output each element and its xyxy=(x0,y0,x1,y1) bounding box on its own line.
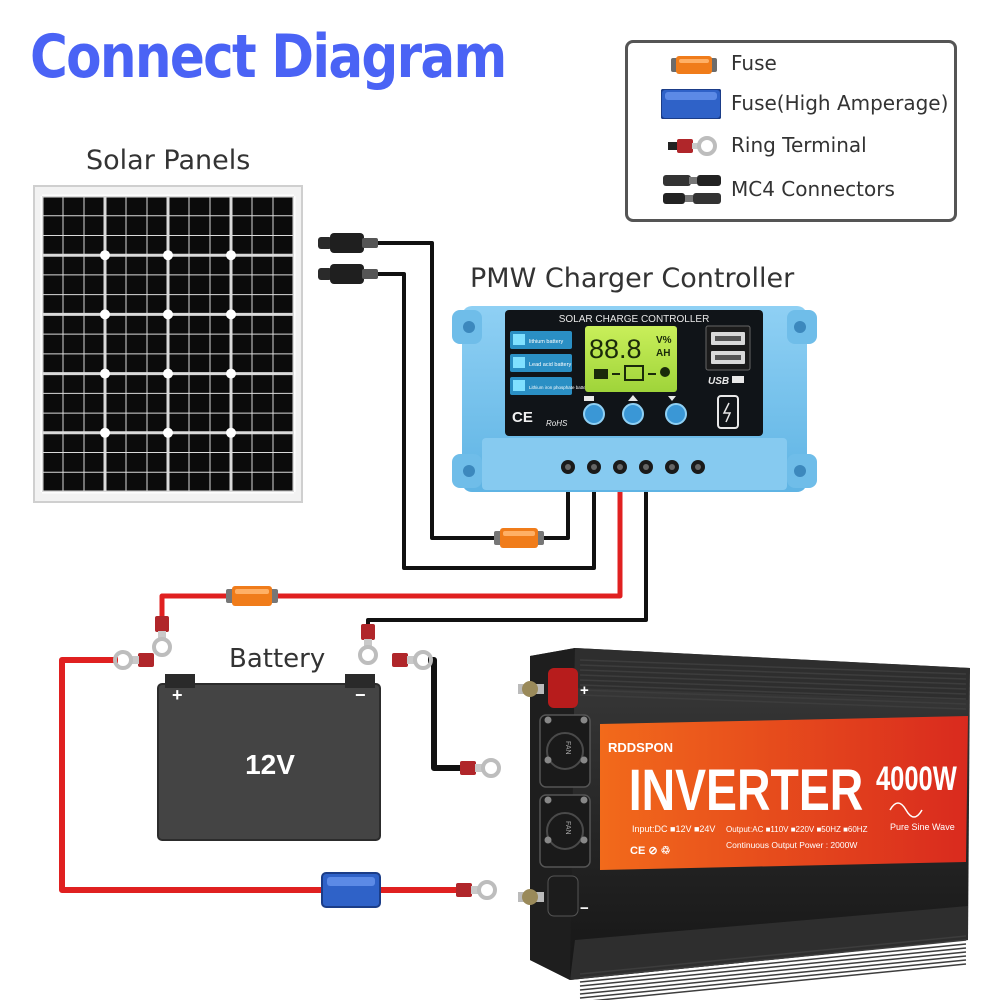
inverter-plus: + xyxy=(580,682,589,699)
battery-type-1: Lead acid battery xyxy=(529,362,571,368)
fan-left-bottom: FAN xyxy=(539,794,591,868)
charge-controller: SOLAR CHARGE CONTROLLER lithium battery … xyxy=(452,306,817,492)
battery-type-0: lithium battery xyxy=(529,339,563,345)
lcd-reading: 88.8 xyxy=(589,334,642,364)
inverter: RDDSPON INVERTER 4000W Pure Sine Wave In… xyxy=(518,648,970,1000)
legend-label: Ring Terminal xyxy=(731,133,867,157)
solar-panels-label: Solar Panels xyxy=(86,145,251,176)
ring-terminal-5 xyxy=(456,880,497,900)
battery-plus: + xyxy=(172,685,183,705)
controller-button-up[interactable] xyxy=(622,403,644,425)
lcd-units-top: V% xyxy=(656,335,672,346)
page-title: Connect Diagram xyxy=(30,22,507,92)
lcd-units-bottom: AH xyxy=(656,348,670,359)
fan-left-top: FAN xyxy=(539,714,591,788)
legend-label: Fuse xyxy=(731,51,777,75)
battery-type-2: Lithium iron phosphate battery xyxy=(529,385,590,390)
ce-mark: CE xyxy=(512,409,533,426)
high-amp-fuse-icon xyxy=(661,89,721,119)
fuse-battery-line xyxy=(226,586,278,606)
battery-voltage: 12V xyxy=(245,749,295,780)
inverter-wave-label: Pure Sine Wave xyxy=(890,822,955,832)
rohs-mark: RoHS xyxy=(546,419,568,428)
ring-terminal-0 xyxy=(152,616,172,657)
inverter-label-plate xyxy=(600,716,968,870)
inverter-ce: CE ⊘ ♲ xyxy=(630,845,671,857)
fuse-solar-line xyxy=(494,528,544,548)
mc4-connector-icon xyxy=(663,175,721,204)
inverter-title: INVERTER xyxy=(629,758,864,823)
fuse-icon xyxy=(671,56,717,74)
ring-terminal-1 xyxy=(358,624,378,665)
fan-label: FAN xyxy=(564,741,571,755)
ring-terminals xyxy=(113,616,501,900)
inverter-power: 4000W xyxy=(876,761,957,798)
inverter-input: Input:DC ■12V ■24V xyxy=(632,824,715,834)
legend-label: Fuse(High Amperage) xyxy=(731,91,949,115)
battery-label: Battery xyxy=(229,644,326,674)
inverter-output: Output:AC ■110V ■220V ■50HZ ■60HZ xyxy=(726,825,868,834)
solar-panel xyxy=(33,185,303,503)
ring-terminal-2 xyxy=(113,650,154,670)
controller-button-load[interactable] xyxy=(665,403,687,425)
inverter-brand: RDDSPON xyxy=(608,740,673,755)
usb-label: USB xyxy=(708,376,729,387)
mc4-connector-bottom xyxy=(318,264,378,284)
fan-label: FAN xyxy=(564,821,571,835)
controller-header: SOLAR CHARGE CONTROLLER xyxy=(559,314,710,325)
sine-wave-icon xyxy=(889,802,923,818)
lcd-status-icons xyxy=(594,365,670,381)
inverter-minus: − xyxy=(580,900,589,917)
mc4-connector-top xyxy=(318,233,378,253)
legend-box: Fuse Fuse(High Amperage) Ring Terminal M… xyxy=(625,40,957,222)
inverter-terminal-positive: + xyxy=(518,668,589,708)
ring-terminal-3 xyxy=(392,650,433,670)
controller-label: PMW Charger Controller xyxy=(470,263,795,294)
inverter-continuous: Continuous Output Power : 2000W xyxy=(726,840,857,850)
ring-terminal-icon xyxy=(668,136,717,156)
ring-terminal-4 xyxy=(460,758,501,778)
high-amp-fuse xyxy=(321,872,381,908)
battery-minus: − xyxy=(355,685,366,705)
inverter-terminal-negative: − xyxy=(518,875,589,917)
legend-label: MC4 Connectors xyxy=(731,177,895,201)
phone-icon xyxy=(717,395,739,429)
battery: + − 12V xyxy=(157,674,381,841)
controller-button-1[interactable] xyxy=(583,403,605,425)
